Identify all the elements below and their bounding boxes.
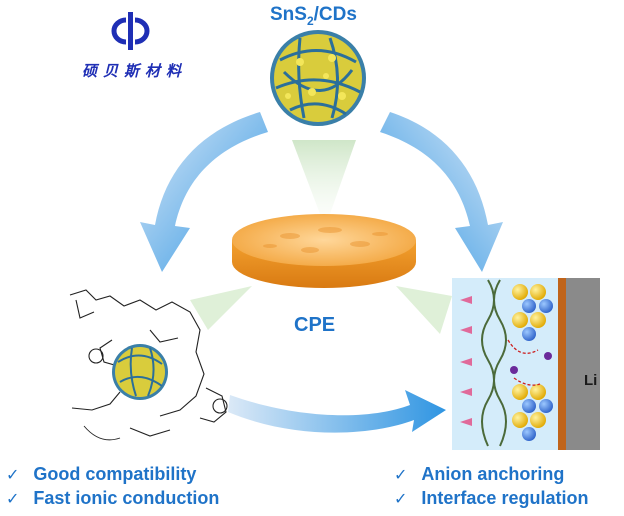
crystal-lattice-top	[512, 284, 553, 341]
feature-anion-anchoring: ✓ Anion anchoring	[394, 464, 564, 485]
cpe-label: CPE	[294, 314, 336, 336]
material-label: SnS2/CDs	[270, 4, 357, 28]
feature-label: Good compatibility	[33, 464, 197, 484]
logo-icon	[111, 12, 150, 50]
feature-label: Fast ionic conduction	[33, 488, 220, 508]
arrow-bottom-icon	[228, 390, 446, 433]
arrow-right-icon	[380, 112, 503, 272]
material-label-suffix: /CDs	[313, 4, 357, 25]
logo-text: 硕贝斯材料	[82, 62, 188, 80]
arrow-left-icon	[140, 112, 268, 272]
beam-right	[396, 286, 452, 334]
check-icon: ✓	[6, 491, 20, 508]
feature-label: Interface regulation	[421, 488, 589, 508]
feature-label: Anion anchoring	[421, 464, 565, 484]
lithium-ions	[510, 352, 552, 374]
polymer-nanoflower	[112, 344, 168, 400]
check-icon: ✓	[394, 467, 408, 484]
material-label-main: SnS	[270, 4, 307, 25]
cpe-disc	[232, 214, 416, 288]
check-icon: ✓	[6, 467, 20, 484]
polymer-structure	[69, 289, 228, 441]
lithium-metal-label: Li	[584, 372, 598, 389]
beam-left	[190, 286, 252, 330]
feature-fast-ionic-conduction: ✓ Fast ionic conduction	[6, 488, 219, 509]
interface-panel	[452, 278, 600, 450]
feature-interface-regulation: ✓ Interface regulation	[394, 488, 588, 509]
sns2-cds-nanoflower	[270, 30, 366, 126]
feature-good-compatibility: ✓ Good compatibility	[6, 464, 196, 485]
check-icon: ✓	[394, 491, 408, 508]
crystal-lattice-bottom	[512, 384, 553, 441]
beam-top	[292, 140, 356, 214]
material-label-subscript: 2	[306, 13, 314, 28]
